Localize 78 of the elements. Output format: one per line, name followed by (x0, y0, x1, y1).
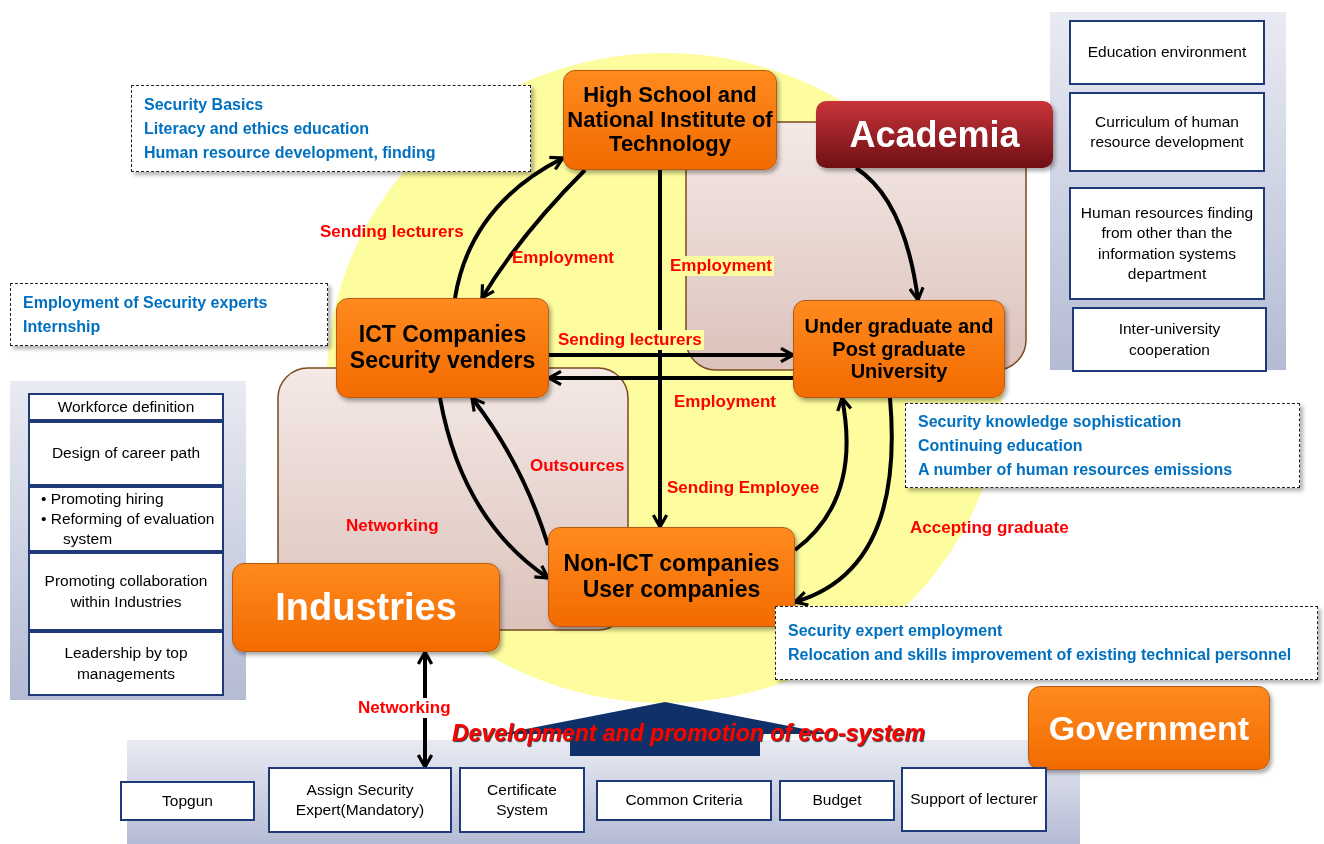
note-line: Internship (23, 316, 101, 337)
edge-label: Sending lecturers (556, 330, 704, 351)
item-label: Leadership by top managements (63, 643, 189, 684)
note-line: Human resource development, finding (144, 142, 436, 163)
item-label: Workforce definition (57, 396, 195, 417)
item-label: Promoting collaboration within Industries (43, 571, 209, 612)
item-label: Budget (812, 790, 862, 811)
note-box (775, 606, 1318, 680)
box-title: Government (1048, 708, 1250, 748)
arrow (480, 168, 587, 300)
sector-title-box (1028, 686, 1270, 770)
item-box (28, 421, 224, 486)
item-label: Curriculum of human resource development (1089, 111, 1245, 152)
edge-label: Networking (345, 516, 440, 537)
note-line: Security knowledge sophistication (918, 411, 1182, 432)
arrow (547, 369, 793, 387)
arrow (549, 346, 795, 364)
actor-box (563, 70, 777, 170)
item-label: Topgun (162, 790, 213, 811)
item-box (1069, 187, 1265, 300)
item-box (1069, 20, 1265, 85)
sector-title-box (232, 563, 500, 652)
arrow (793, 396, 853, 552)
note-line: Security Basics (144, 94, 264, 115)
box-title: ICT Companies Security venders (348, 322, 537, 374)
edge-label: Sending lecturers (319, 222, 465, 243)
edge-label: Employment (672, 392, 779, 413)
item-box (901, 767, 1047, 832)
arrow (453, 156, 565, 299)
item-box (779, 780, 895, 821)
item-box (28, 486, 224, 552)
box-title: Academia (849, 113, 1020, 156)
note-box (10, 283, 328, 346)
item-label: Education environment (1087, 42, 1247, 63)
item-box (28, 631, 224, 696)
note-line: Continuing education (918, 435, 1083, 456)
arrow (793, 397, 894, 606)
box-title: Industries (275, 586, 457, 629)
item-label: Support of lecturer (910, 789, 1038, 810)
item-label: Human resources finding from other than the information systems department (1079, 203, 1255, 284)
item-box (120, 781, 255, 821)
box-title: High School and National Institute of Technology (566, 83, 774, 157)
arrow (854, 166, 925, 302)
note-line: Security expert employment (788, 621, 1003, 641)
edge-label: Sending Employee (666, 478, 821, 499)
item-label: Design of career path (51, 443, 201, 464)
item-box (1069, 92, 1265, 172)
item-label: Certificate System (486, 779, 558, 820)
note-box (131, 85, 531, 172)
actor-box (336, 298, 549, 398)
item-box (28, 393, 224, 421)
item-box (1072, 307, 1267, 372)
note-line: Literacy and ethics education (144, 118, 369, 139)
note-line: Employment of Security experts (23, 292, 268, 313)
item-box (596, 780, 772, 821)
edge-label: Networking (356, 698, 453, 719)
arrow (470, 396, 550, 546)
edge-label: Employment (668, 256, 775, 277)
arrow (651, 170, 669, 529)
box-title: Non-ICT companies User companies (562, 551, 781, 603)
item-label: Assign Security Expert(Mandatory) (294, 779, 426, 820)
box-title: Under graduate and Post graduate University (803, 315, 995, 383)
note-line: Relocation and skills improvement of existing technical personnel (788, 645, 1292, 665)
edge-label: Outsources (529, 456, 626, 477)
item-box (459, 767, 585, 833)
note-box (905, 403, 1300, 488)
item-box (268, 767, 452, 833)
edge-label: Accepting graduate (909, 518, 1070, 539)
item-box (28, 552, 224, 631)
sector-title-box (816, 101, 1053, 168)
item-label: Common Criteria (625, 790, 743, 811)
actor-box (793, 300, 1005, 398)
edge-label: Employment (511, 248, 616, 269)
bullet-item: • Reforming of evaluation system (41, 508, 216, 550)
bullet-item: • Promoting hiring (41, 488, 165, 509)
note-line: A number of human resources emissions (918, 459, 1233, 480)
item-label: Inter-university cooperation (1117, 319, 1222, 360)
arrow (438, 397, 550, 580)
